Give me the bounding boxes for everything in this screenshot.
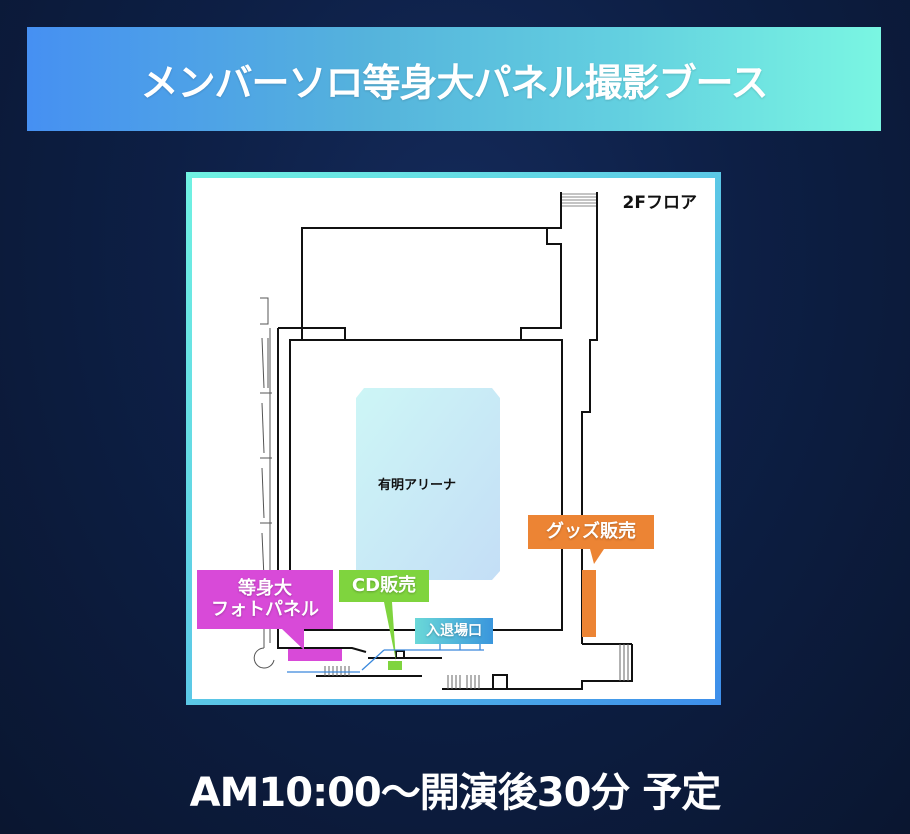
floor-map: 2Fフロア 有明アリーナ グッズ販売 等身大 フォトパネル CD販売 入退場口 [192,178,715,699]
entrance-text: 入退場口 [426,622,482,639]
arena-label: 有明アリーナ [378,478,457,493]
goods-booth [582,570,596,637]
schedule-text: AM10:00～開演後30分 予定 [189,770,722,816]
photo-panel-text-line1: 等身大 [238,577,292,599]
photo-panel-booth [288,649,342,661]
photo-panel-label: 等身大 フォトパネル [197,570,333,629]
stairs-top [561,193,597,207]
page-title: メンバーソロ等身大パネル撮影ブース [140,60,768,105]
photo-panel-text-line2: フォトパネル [211,598,319,620]
arena-area [356,388,500,580]
cd-sales-text: CD販売 [351,574,417,596]
cd-booth [388,661,402,670]
title-banner: メンバーソロ等身大パネル撮影ブース [27,27,881,131]
goods-sales-label: グッズ販売 [528,515,654,549]
goods-sales-text: グッズ販売 [546,520,636,542]
floor-map-frame: 2Fフロア 有明アリーナ グッズ販売 等身大 フォトパネル CD販売 入退場口 [186,172,721,705]
entrance-label: 入退場口 [415,618,493,644]
floor-label: 2Fフロア [622,193,697,213]
cd-sales-label: CD販売 [339,570,429,602]
